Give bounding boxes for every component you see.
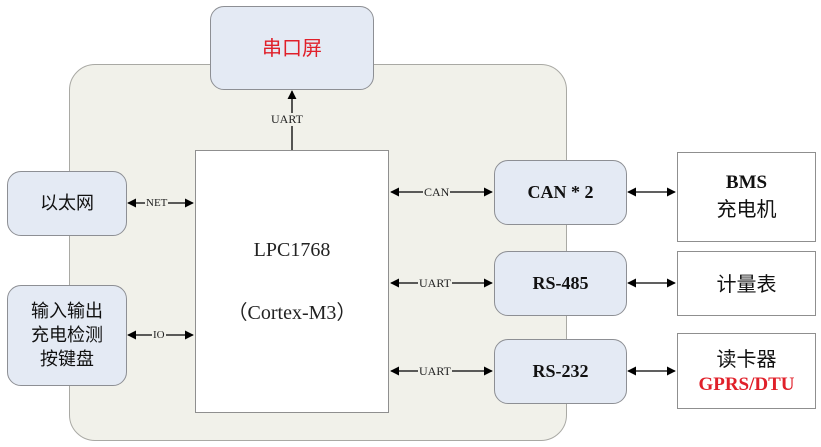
serial-display-block: 串口屏 [210,6,374,90]
rs485-uart-label: UART [418,276,452,290]
card-reader-gprs-block: 读卡器 GPRS/DTU [677,333,816,409]
bms-label: BMS [725,172,768,193]
ethernet-label: 以太网 [40,192,94,214]
net-label: NET [145,197,169,210]
charger-label: 充电机 [716,197,777,221]
rs232-interface-block: RS-232 [494,339,627,404]
rs232-uart-label: UART [418,364,452,378]
meter-block: 计量表 [677,251,816,316]
io-label: IO [152,329,166,342]
serial-display-label: 串口屏 [262,36,322,60]
mcu-name: LPC1768 [253,239,331,261]
mcu-block: LPC1768 （Cortex-M3） [195,150,389,413]
io-line-3: 按键盘 [40,348,94,370]
gprs-dtu-label: GPRS/DTU [698,374,795,395]
mcu-core: （Cortex-M3） [227,302,357,324]
rs485-interface-label: RS-485 [532,273,589,293]
meter-label: 计量表 [716,271,777,296]
rs232-interface-label: RS-232 [532,361,589,381]
can-interface-block: CAN * 2 [494,160,627,225]
io-detect-keypad-block: 输入输出 充电检测 按键盘 [7,285,127,386]
can-interface-label: CAN * 2 [527,182,594,202]
can-label: CAN [423,185,451,199]
uart-display-label: UART [270,112,304,126]
card-reader-label: 读卡器 [716,347,777,371]
io-line-2: 充电检测 [31,324,103,346]
ethernet-block: 以太网 [7,171,127,236]
io-line-1: 输入输出 [31,300,103,322]
rs485-interface-block: RS-485 [494,251,627,316]
bms-charger-block: BMS 充电机 [677,152,816,242]
